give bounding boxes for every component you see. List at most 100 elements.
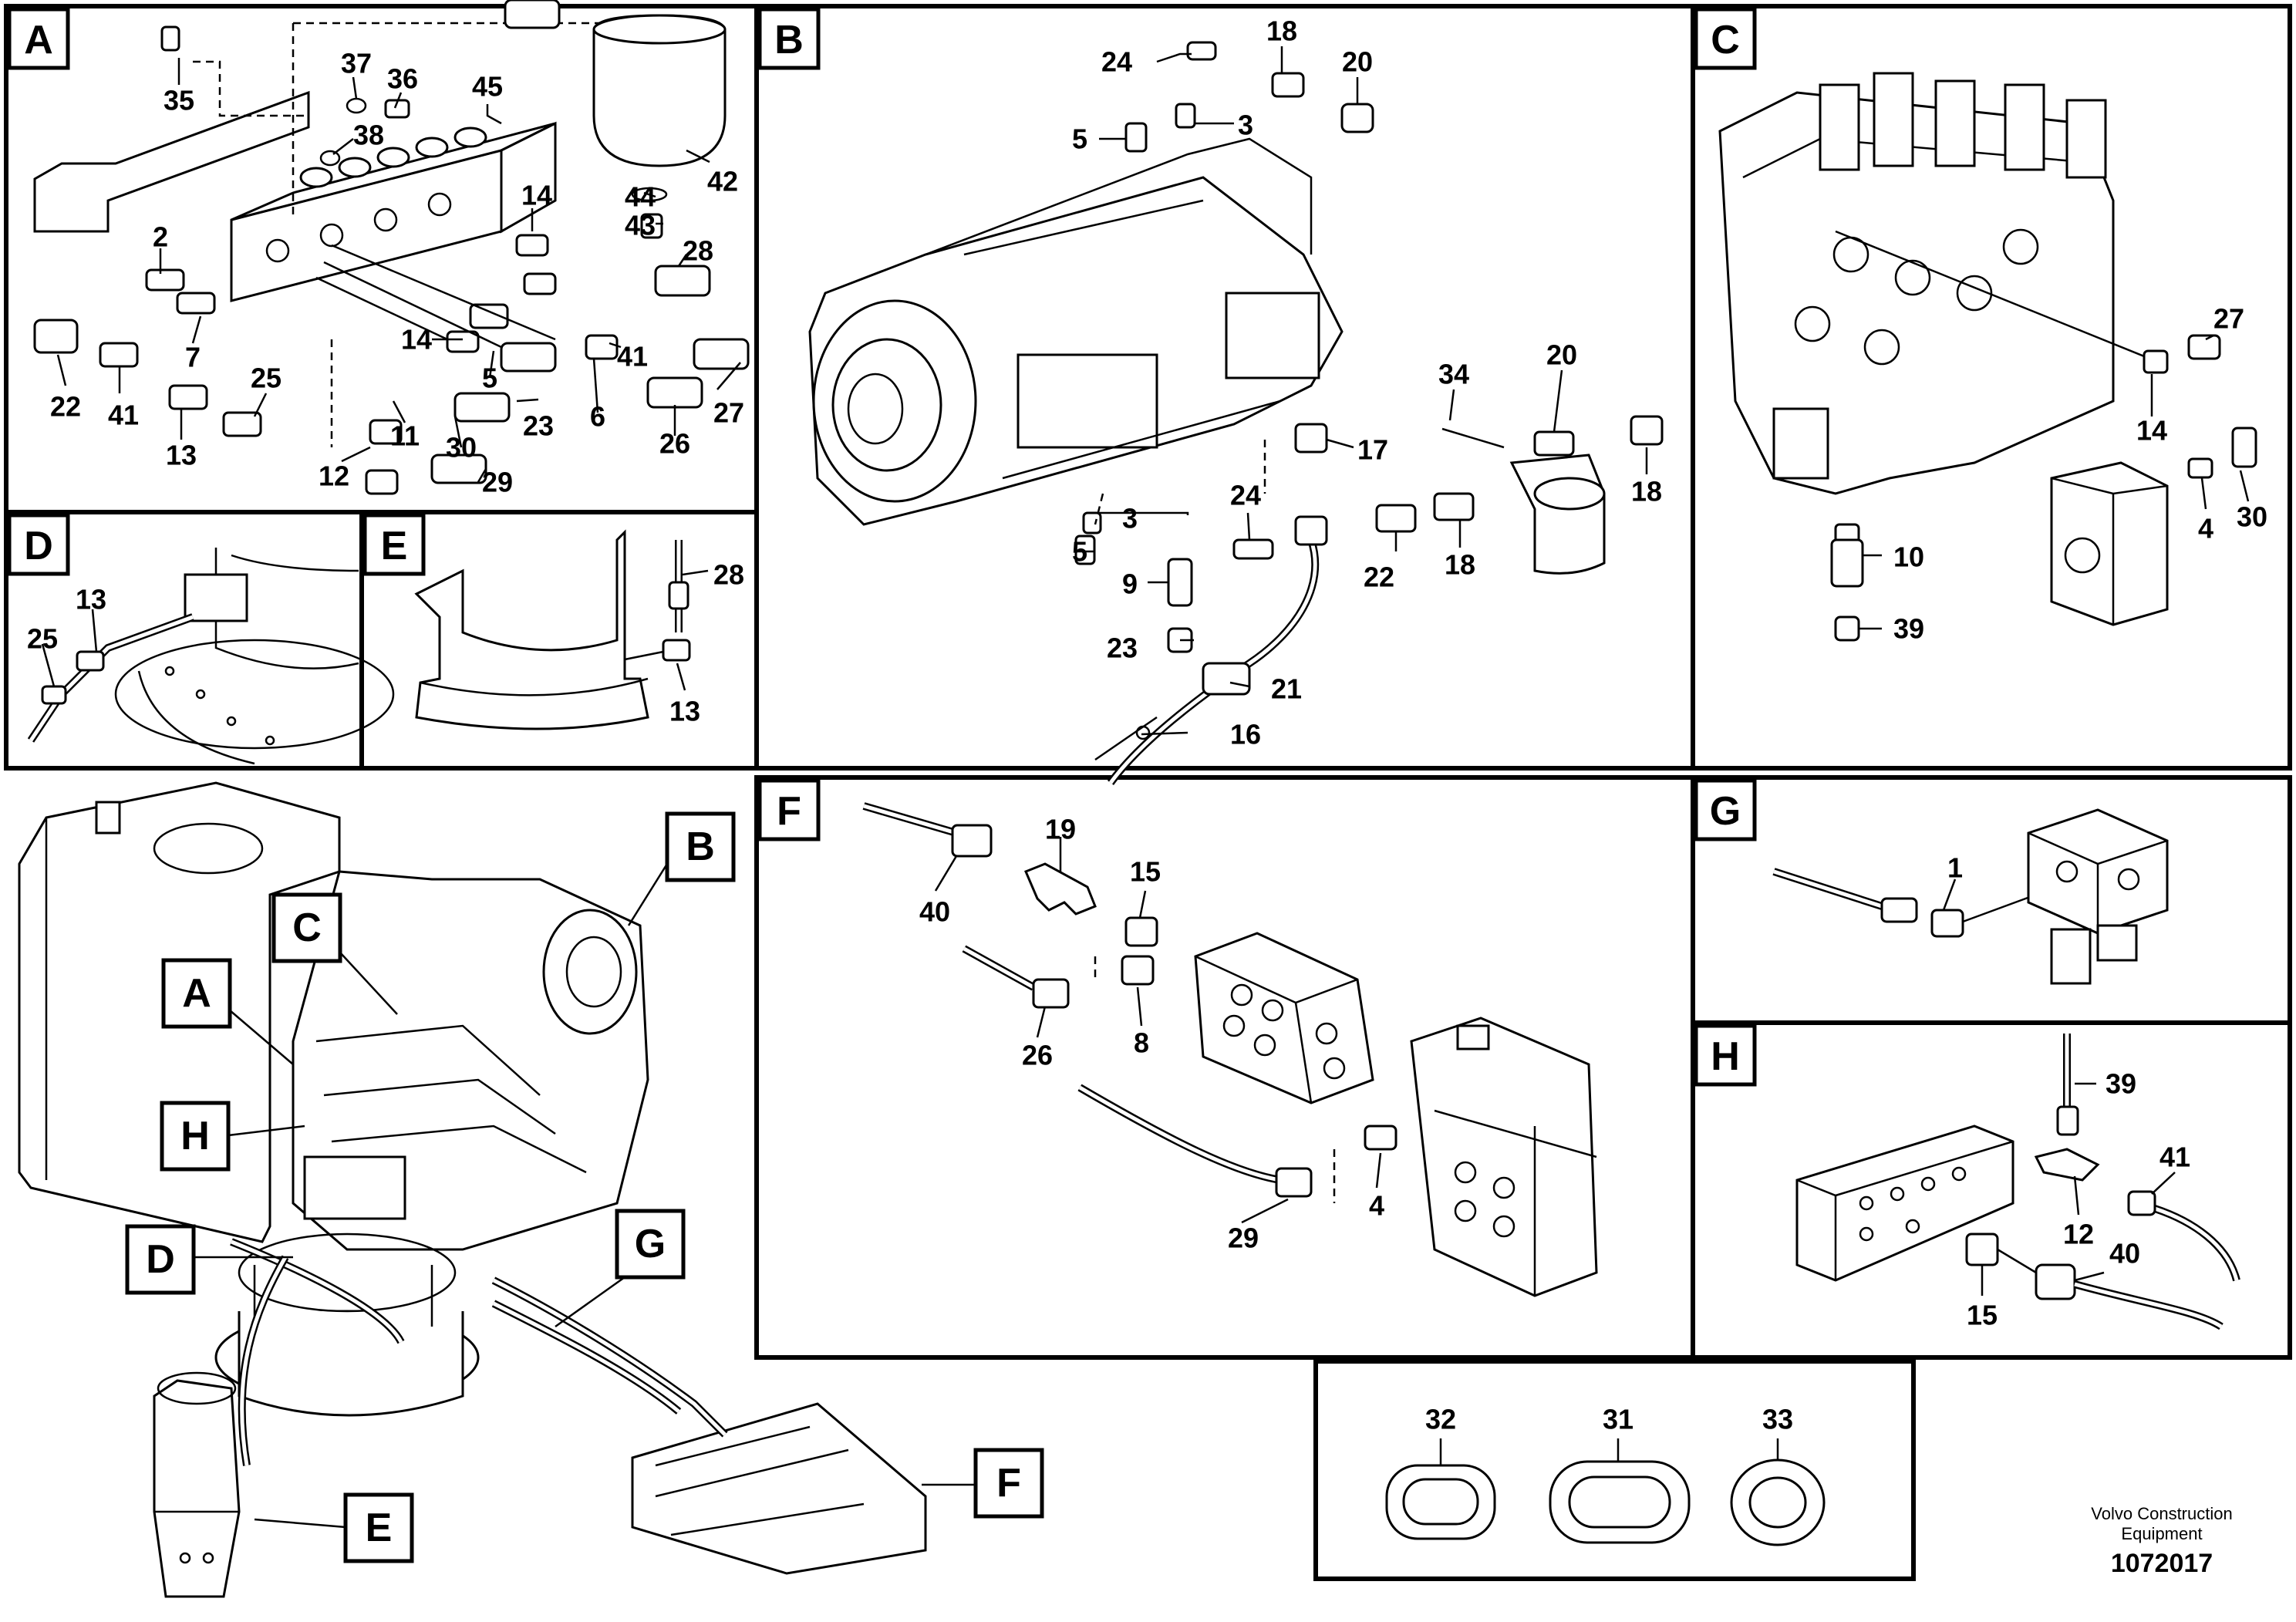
panel-tag-h: H bbox=[1694, 1023, 1757, 1087]
callout: 3 bbox=[1122, 503, 1138, 534]
callout: 23 bbox=[1107, 632, 1138, 664]
callout: 2 bbox=[153, 221, 168, 253]
callout: 12 bbox=[2063, 1219, 2094, 1250]
callout: 23 bbox=[523, 410, 554, 442]
svg-text:G: G bbox=[635, 1222, 666, 1266]
svg-text:D: D bbox=[146, 1237, 175, 1282]
swivel-body bbox=[414, 529, 649, 730]
panel-e-drawing: 28 13 bbox=[414, 529, 744, 730]
callout: 18 bbox=[1266, 15, 1297, 47]
callout: 21 bbox=[1271, 673, 1302, 705]
mounting-plate bbox=[1795, 1125, 2014, 1282]
callout: 13 bbox=[669, 696, 700, 727]
callout: 45 bbox=[472, 71, 503, 103]
callout: 9 bbox=[1122, 568, 1138, 600]
panel-tag-f: F bbox=[757, 778, 821, 841]
callout: 34 bbox=[1438, 359, 1469, 390]
overview-tag-b: B bbox=[627, 811, 736, 926]
callout: 41 bbox=[2159, 1141, 2190, 1173]
callout: 15 bbox=[1967, 1300, 1998, 1331]
svg-text:F: F bbox=[777, 789, 801, 834]
callout: 16 bbox=[1230, 719, 1261, 750]
callout: 39 bbox=[2106, 1068, 2136, 1100]
callout: 14 bbox=[2136, 415, 2167, 447]
svg-text:B: B bbox=[774, 18, 804, 62]
fittings-cluster-b bbox=[1074, 41, 1664, 696]
main-control-valve-frame bbox=[631, 1402, 927, 1575]
callout: 29 bbox=[482, 467, 513, 498]
solenoid-valve bbox=[1410, 1017, 1598, 1297]
svg-text:D: D bbox=[24, 524, 53, 568]
callout: 15 bbox=[1130, 856, 1161, 888]
callout: 18 bbox=[1445, 549, 1475, 581]
callout: 13 bbox=[166, 440, 197, 471]
panel-f-drawing: 19 15 40 8 26 4 29 bbox=[862, 802, 1598, 1297]
mounting-bracket bbox=[33, 90, 310, 233]
tee-fitting bbox=[1024, 862, 1097, 916]
control-valve bbox=[1718, 91, 2115, 495]
callout: 28 bbox=[683, 235, 713, 267]
callout: 26 bbox=[659, 428, 690, 460]
panel-c-drawing: 27 14 4 30 10 39 bbox=[1718, 72, 2267, 645]
panel-c-frame bbox=[1691, 4, 2292, 771]
overview-tag-a: A bbox=[161, 958, 294, 1065]
valve-block bbox=[2050, 461, 2169, 626]
panel-seals-drawing: 32 31 33 bbox=[1385, 1404, 1826, 1546]
callout: 25 bbox=[27, 623, 58, 655]
callout: 8 bbox=[1134, 1027, 1149, 1059]
callout: 39 bbox=[1893, 613, 1924, 645]
callout: 1 bbox=[1947, 852, 1963, 884]
panel-seals-frame bbox=[1313, 1359, 1916, 1581]
callout: 13 bbox=[76, 584, 106, 615]
center-swivel bbox=[153, 1379, 241, 1598]
valve-block-f bbox=[1194, 932, 1374, 1104]
panel-tag-b: B bbox=[757, 7, 821, 70]
footer-brand: Volvo Construction Equipment 1072017 bbox=[2091, 1504, 2232, 1578]
callout: 40 bbox=[919, 896, 950, 928]
callout: 41 bbox=[617, 341, 648, 373]
callout: 36 bbox=[387, 63, 418, 95]
svg-text:B: B bbox=[686, 824, 715, 869]
callout: 24 bbox=[1230, 480, 1261, 511]
panel-a-drawing: 35 37 36 45 38 42 44 43 2 14 28 7 22 41 … bbox=[33, 0, 750, 498]
panel-tag-d: D bbox=[7, 513, 70, 576]
callout: 24 bbox=[1101, 46, 1132, 78]
overview-drawing bbox=[18, 781, 927, 1598]
svg-text:C: C bbox=[292, 905, 322, 950]
callout: 22 bbox=[50, 391, 81, 423]
callout: 26 bbox=[1022, 1040, 1053, 1071]
callout: 31 bbox=[1603, 1404, 1633, 1435]
callout: 42 bbox=[707, 166, 738, 197]
callout: 3 bbox=[1238, 110, 1253, 141]
callout: 38 bbox=[353, 120, 384, 151]
filter-housing bbox=[1509, 454, 1606, 575]
panel-e-frame bbox=[359, 510, 759, 771]
overview-tag-h: H bbox=[160, 1101, 305, 1172]
callout: 25 bbox=[251, 363, 282, 394]
panel-d-drawing: 13 25 bbox=[27, 548, 395, 765]
panel-g-drawing: 1 bbox=[1772, 808, 2169, 985]
callout: 27 bbox=[713, 397, 744, 429]
overview-tag-c: C bbox=[271, 892, 398, 1015]
svg-text:G: G bbox=[1710, 789, 1741, 834]
callout: 4 bbox=[2198, 513, 2213, 545]
callout: 20 bbox=[1546, 339, 1577, 371]
callout: 33 bbox=[1762, 1404, 1793, 1435]
callout: 18 bbox=[1631, 476, 1662, 508]
callout: 19 bbox=[1045, 814, 1076, 845]
overview-tag-g: G bbox=[555, 1209, 686, 1328]
callout: 29 bbox=[1228, 1222, 1259, 1254]
svg-text:E: E bbox=[381, 524, 408, 568]
callout: 40 bbox=[2109, 1238, 2140, 1270]
callout: 30 bbox=[2237, 501, 2267, 533]
callout: 14 bbox=[521, 180, 552, 211]
callout: 5 bbox=[1072, 123, 1087, 155]
panel-tag-e: E bbox=[362, 513, 426, 576]
svg-text:H: H bbox=[1711, 1034, 1740, 1079]
callout: 27 bbox=[2213, 303, 2244, 335]
overview-tag-f: F bbox=[922, 1448, 1044, 1519]
overview-tag-e: E bbox=[254, 1492, 414, 1563]
panel-tag-g: G bbox=[1694, 778, 1757, 841]
callout: 6 bbox=[590, 401, 605, 433]
callout: 11 bbox=[390, 420, 420, 452]
